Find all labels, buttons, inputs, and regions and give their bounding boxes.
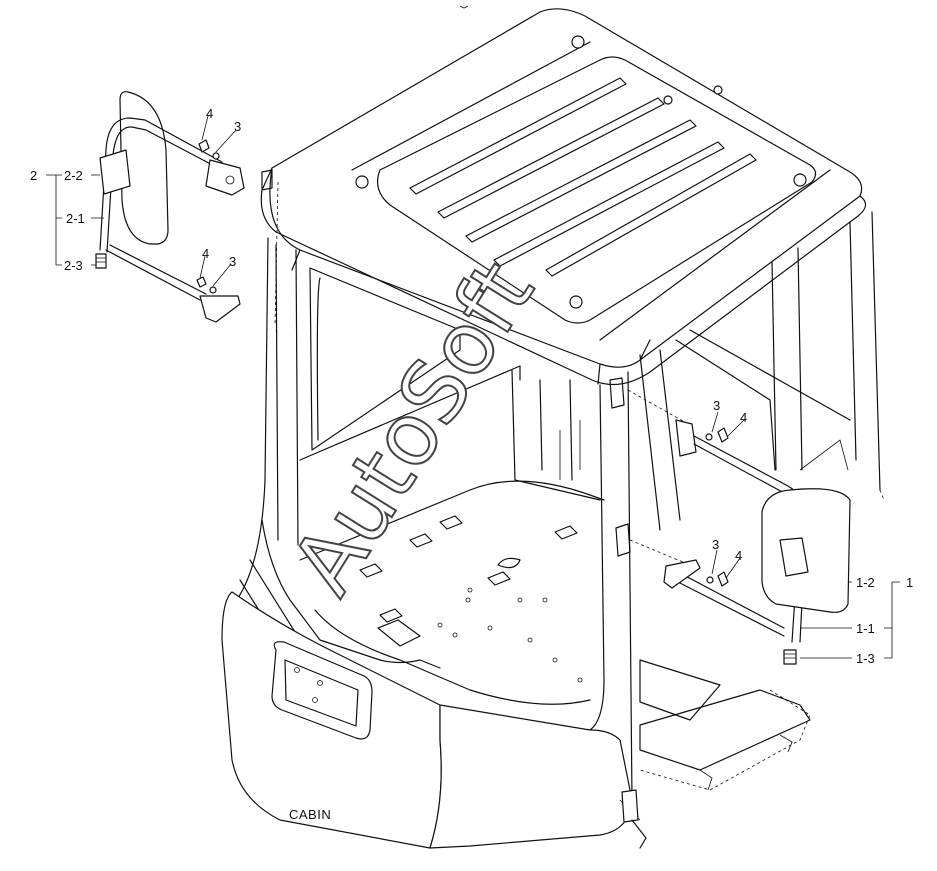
callout-right-lower-3: 3 [712, 537, 719, 552]
callout-right-lower-4: 4 [735, 548, 742, 563]
right-callouts: 3 4 3 4 1-2 1-1 1-3 1 [711, 398, 913, 666]
callout-2-2: 2-2 [64, 168, 83, 183]
callout-right-upper-3: 3 [713, 398, 720, 413]
callout-right-upper-4: 4 [740, 410, 747, 425]
cabin-drawing [221, 8, 885, 849]
callout-2-1: 2-1 [66, 211, 85, 226]
watermark-text: AutoSoft [273, 245, 554, 611]
top-mark [459, 5, 469, 9]
floor-pads [359, 515, 578, 623]
callout-1-3: 1-3 [856, 651, 875, 666]
right-mirror-assembly [663, 419, 851, 665]
callout-assembly-1: 1 [906, 575, 913, 590]
callout-1-1: 1-1 [856, 621, 875, 636]
callout-2-3: 2-3 [64, 258, 83, 273]
callout-1-2: 1-2 [856, 575, 875, 590]
callout-assembly-2: 2 [30, 168, 37, 183]
callout-left-upper-4: 4 [206, 106, 213, 121]
left-callouts: 2 2-2 2-1 2-3 4 3 4 3 [30, 106, 241, 287]
callout-left-upper-3: 3 [234, 119, 241, 134]
diagram-caption: CABIN [289, 807, 331, 822]
roof-slots [409, 77, 757, 277]
callout-left-lower-3: 3 [229, 254, 236, 269]
callout-left-lower-4: 4 [202, 246, 209, 261]
left-mirror-assembly [95, 91, 245, 323]
